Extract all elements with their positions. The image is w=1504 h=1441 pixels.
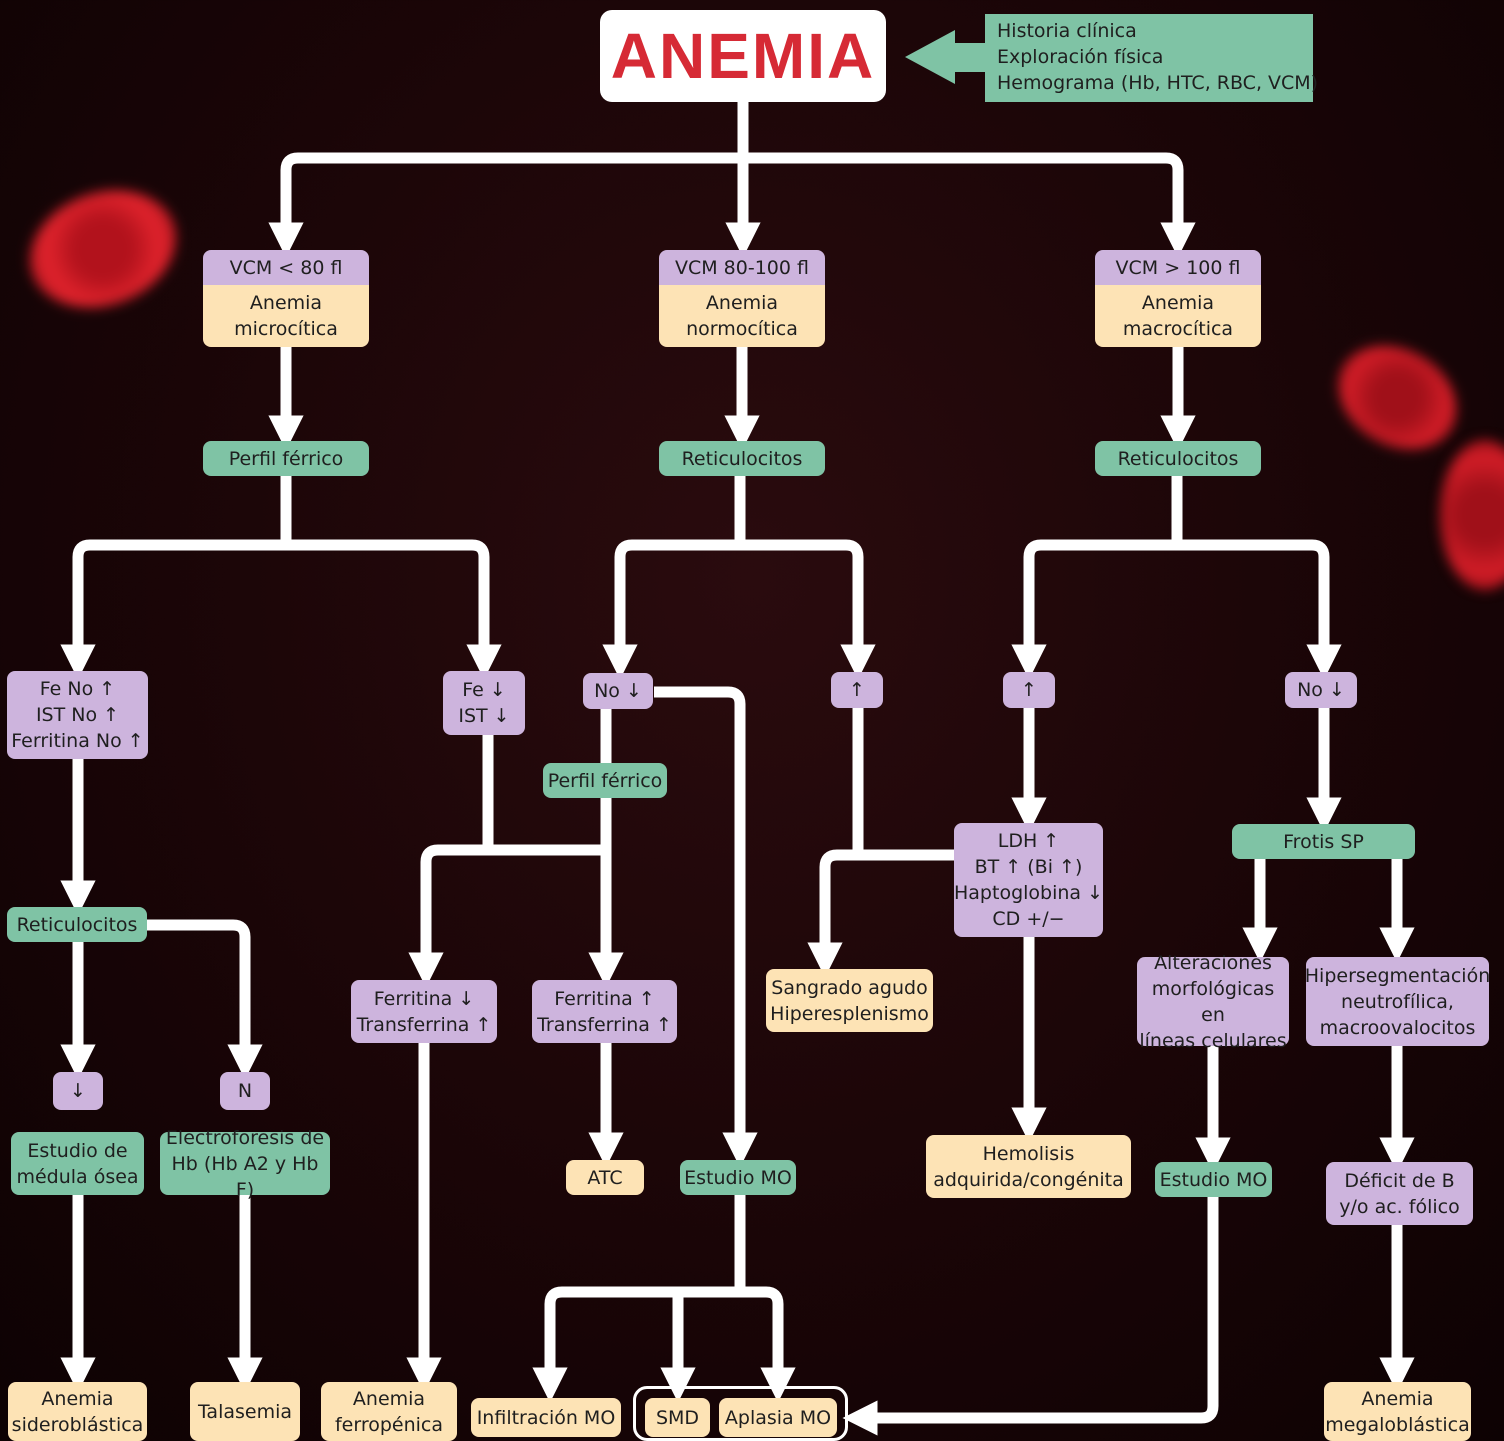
sideroblastica-node: Anemia sideroblástica: [8, 1382, 147, 1441]
n-node: N: [220, 1072, 270, 1110]
anemia-type: Anemia normocítica: [659, 285, 825, 347]
info-item: Hemograma (Hb, HTC, RBC, VCM): [997, 72, 1319, 94]
ferritina-baja-node: Ferritina ↓ Transferrina ↑: [351, 980, 497, 1043]
info-item: Historia clínica: [997, 20, 1137, 42]
infiltracion-node: Infiltración MO: [471, 1398, 621, 1437]
ferritina-alta-node: Ferritina ↑ Transferrina ↑: [532, 980, 677, 1043]
no-bajo-node: No ↓: [583, 673, 653, 709]
estudio-medula-node: Estudio de médula ósea: [11, 1132, 144, 1195]
atc-node: ATC: [566, 1160, 644, 1195]
electroforesis-node: Electroforesis de Hb (Hb A2 y Hb F): [160, 1127, 330, 1201]
hemolisis-node: Hemolisis adquirida/congénita: [926, 1135, 1131, 1198]
info-item: Exploración física: [997, 46, 1164, 68]
blood-cell-decoration: [1440, 440, 1504, 590]
talasemia-node: Talasemia: [190, 1382, 300, 1441]
aplasia-node: Aplasia MO: [719, 1398, 837, 1437]
branch-microcitica: VCM < 80 fl Anemia microcítica: [203, 250, 369, 347]
perfil-ferrico-node: Perfil férrico: [543, 763, 667, 798]
branch-normocitica: VCM 80-100 fl Anemia normocítica: [659, 250, 825, 347]
reticulocitos-node: Reticulocitos: [1095, 441, 1261, 476]
frotis-node: Frotis SP: [1232, 824, 1415, 859]
fe-bajo-node: Fe ↓ IST ↓: [443, 671, 525, 735]
branch-macrocitica: VCM > 100 fl Anemia macrocítica: [1095, 250, 1261, 347]
vcm-label: VCM > 100 fl: [1095, 250, 1261, 285]
sangrado-node: Sangrado agudo Hiperesplenismo: [766, 969, 933, 1032]
up-node: ↑: [1003, 672, 1055, 708]
estudio-mo-node: Estudio MO: [680, 1160, 796, 1195]
anemia-type: Anemia microcítica: [203, 285, 369, 347]
page-title: ANEMIA: [600, 10, 886, 102]
smd-node: SMD: [645, 1398, 710, 1437]
estudio-mo-node: Estudio MO: [1155, 1162, 1272, 1197]
megaloblastica-node: Anemia megaloblástica: [1324, 1382, 1471, 1441]
vcm-label: VCM < 80 fl: [203, 250, 369, 285]
reticulocitos-node: Reticulocitos: [7, 907, 147, 942]
smd-aplasia-group: [633, 1386, 848, 1441]
ferropenica-node: Anemia ferropénica: [321, 1382, 457, 1441]
deficit-node: Déficit de B y/o ac. fólico: [1326, 1162, 1473, 1225]
info-box: Historia clínica Exploración física Hemo…: [985, 14, 1319, 102]
ldh-node: LDH ↑ BT ↑ (Bi ↑) Haptoglobina ↓ CD +/−: [954, 823, 1103, 937]
no-bajo-node: No ↓: [1285, 672, 1357, 708]
green-arrow-icon: [905, 30, 985, 84]
fe-normal-node: Fe No ↑ IST No ↑ Ferritina No ↑: [7, 671, 148, 759]
up-node: ↑: [831, 672, 883, 708]
perfil-ferrico-node: Perfil férrico: [203, 441, 369, 476]
anemia-type: Anemia macrocítica: [1095, 285, 1261, 347]
down-node: ↓: [53, 1072, 103, 1110]
reticulocitos-node: Reticulocitos: [659, 441, 825, 476]
alteraciones-node: Alteraciones morfológicas en líneas celu…: [1137, 952, 1289, 1052]
vcm-label: VCM 80-100 fl: [659, 250, 825, 285]
hipersegmentacion-node: Hipersegmentación neutrofílica, macroova…: [1305, 957, 1490, 1046]
